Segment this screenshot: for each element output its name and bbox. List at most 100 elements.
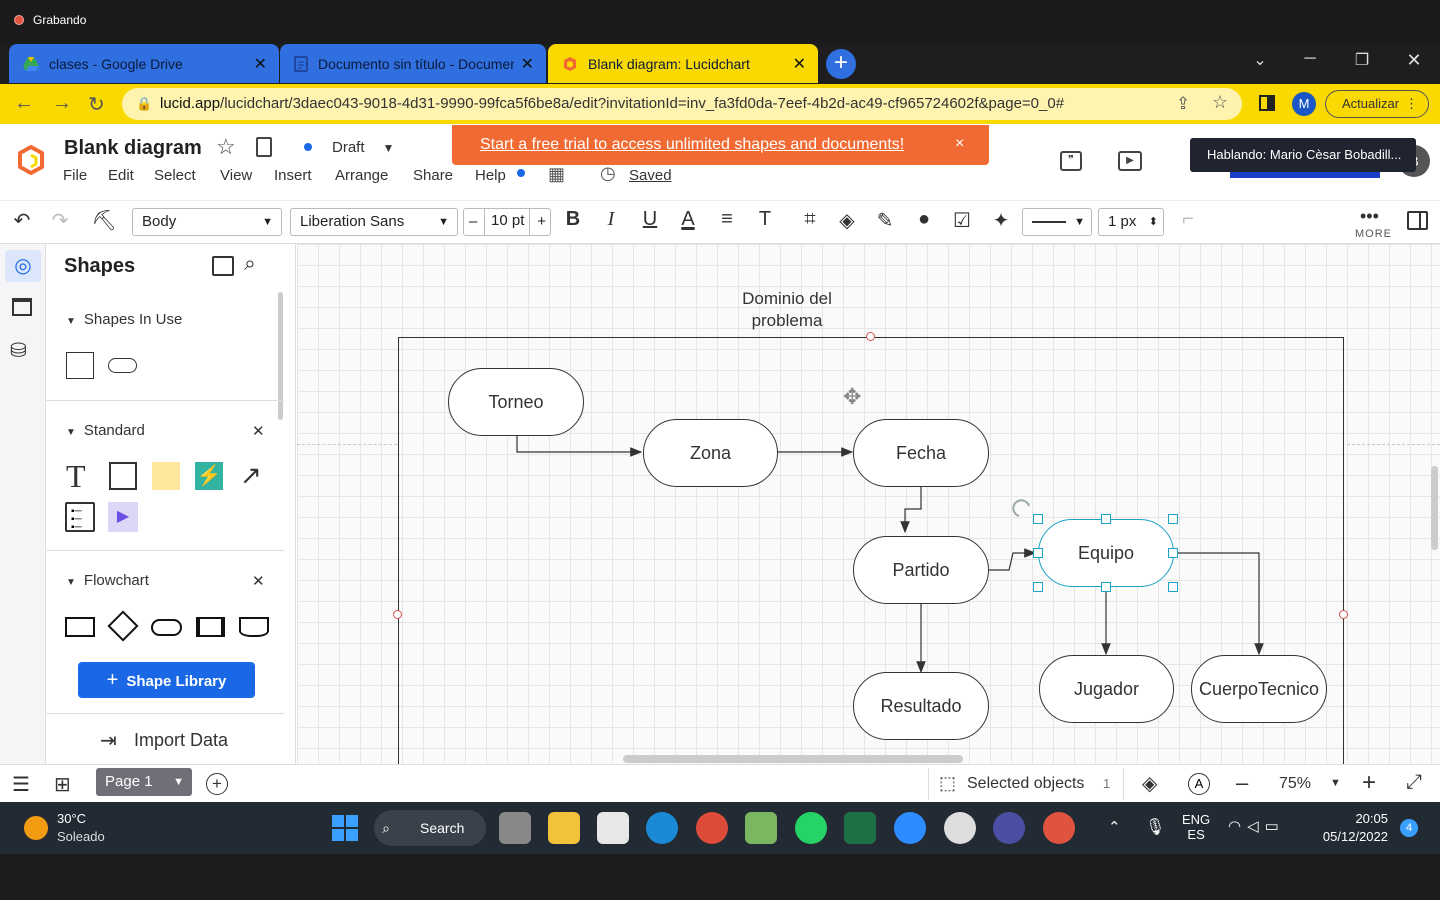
style-select[interactable]: Body▼	[132, 208, 282, 236]
section-standard[interactable]: ▼Standard	[66, 422, 145, 439]
conditional-format-icon[interactable]: ☑	[953, 210, 971, 232]
node-partido[interactable]: Partido	[853, 536, 989, 604]
line-color-icon[interactable]: ✎	[876, 210, 894, 232]
zoom-out-icon[interactable]: –	[1236, 770, 1249, 795]
menu-view[interactable]: View	[220, 167, 253, 184]
import-data-button[interactable]: Import Data	[134, 730, 229, 750]
bold-icon[interactable]: B	[565, 208, 581, 230]
font-size-stepper[interactable]: – 10 pt +	[463, 208, 551, 236]
url-field[interactable]: 🔒 lucid.app/lucidchart/3daec043-9018-4d3…	[122, 88, 1242, 120]
navigation-icon[interactable]: A	[1188, 773, 1210, 795]
align-icon[interactable]: ≡	[721, 208, 733, 230]
restore-icon[interactable]: ❐	[1354, 52, 1370, 69]
redo-icon[interactable]: ↷	[51, 210, 69, 232]
shape-arrow[interactable]: ↗	[240, 460, 262, 490]
shape-text[interactable]: T	[66, 458, 86, 494]
node-fecha[interactable]: Fecha	[853, 419, 989, 487]
container-title[interactable]: Dominio del problema	[742, 289, 832, 330]
zoom-icon[interactable]	[894, 812, 926, 844]
task-view-icon[interactable]	[499, 812, 531, 844]
menu-select[interactable]: Select	[154, 167, 196, 184]
shape-options-icon[interactable]: ⌗	[804, 208, 816, 230]
magic-wand-icon[interactable]: ✦	[992, 210, 1010, 232]
minimize-icon[interactable]: ─	[1304, 50, 1316, 67]
reload-icon[interactable]: ↻	[88, 94, 105, 116]
comments-icon[interactable]: ❞	[1060, 151, 1082, 171]
clock-date[interactable]: 05/12/2022	[1322, 829, 1388, 844]
increase-icon[interactable]: +	[537, 213, 546, 230]
shape-action-icon[interactable]: ⚡	[195, 462, 223, 490]
back-icon[interactable]: ←	[14, 92, 34, 114]
text-color-icon[interactable]: A	[681, 208, 695, 230]
present-icon[interactable]: ▶	[1118, 151, 1142, 171]
selection-handle[interactable]	[1168, 514, 1178, 524]
edge-icon[interactable]	[646, 812, 678, 844]
container-handle[interactable]	[393, 610, 402, 619]
node-zona[interactable]: Zona	[643, 419, 778, 487]
node-cuerpotecnico[interactable]: CuerpoTecnico	[1191, 655, 1327, 723]
shape-rectangle[interactable]	[66, 352, 94, 379]
app-icon[interactable]	[745, 812, 777, 844]
flowchart-terminator[interactable]	[151, 619, 182, 636]
tray-chevron-icon[interactable]: ⌃	[1108, 819, 1121, 836]
whatsapp-icon[interactable]	[795, 812, 827, 844]
opacity-icon[interactable]: ●	[917, 208, 931, 230]
line-style-select[interactable]: ▼	[1022, 208, 1092, 236]
notification-badge[interactable]: 4	[1400, 819, 1418, 837]
app-icon[interactable]	[993, 812, 1025, 844]
page-list-icon[interactable]: ☰	[12, 774, 30, 796]
tab-search-icon[interactable]: ⌄	[1253, 52, 1267, 69]
underline-icon[interactable]: U	[642, 208, 658, 230]
menu-share[interactable]: Share	[413, 167, 454, 184]
shapes-panel-icon[interactable]: ◎	[5, 250, 41, 282]
horizontal-scrollbar[interactable]	[623, 755, 963, 763]
share-button-edge[interactable]	[1230, 170, 1380, 178]
italic-icon[interactable]: I	[607, 208, 615, 230]
right-panel-toggle-icon[interactable]	[1407, 211, 1428, 230]
weather-sun-icon[interactable]	[24, 816, 48, 840]
favorite-star-icon[interactable]: ☆	[216, 134, 236, 159]
container-handle[interactable]	[866, 332, 875, 341]
line-width-select[interactable]: 1 px⬍	[1098, 208, 1164, 236]
microphone-icon[interactable]: 🎙	[1145, 819, 1166, 836]
selection-handle[interactable]	[1033, 548, 1043, 558]
clock-time[interactable]: 20:05	[1355, 811, 1388, 826]
section-shapes-in-use[interactable]: ▼Shapes In Use	[66, 311, 182, 328]
image-search-icon[interactable]	[212, 256, 234, 276]
decrease-icon[interactable]: –	[469, 213, 478, 230]
selection-handle[interactable]	[1033, 514, 1043, 524]
text-options-icon[interactable]: T	[758, 208, 772, 230]
forward-icon[interactable]: →	[52, 92, 72, 114]
page-tab[interactable]: Page 1▼	[96, 768, 192, 796]
lucid-logo-icon[interactable]	[18, 145, 44, 175]
shape-block[interactable]	[109, 462, 137, 490]
sidepanel-icon[interactable]	[1259, 95, 1275, 111]
update-button[interactable]: Actualizar⋮	[1325, 90, 1429, 118]
menu-help[interactable]: Help	[475, 167, 506, 184]
close-tab-icon[interactable]: ✕	[253, 56, 267, 73]
chevron-down-icon[interactable]: ▼	[1330, 777, 1341, 789]
selection-handle[interactable]	[1168, 582, 1178, 592]
menu-file[interactable]: File	[63, 167, 88, 184]
shape-library-button[interactable]: +Shape Library	[78, 662, 255, 698]
close-banner-icon[interactable]: ×	[955, 135, 965, 152]
zoom-in-icon[interactable]: +	[1362, 769, 1377, 796]
close-tab-icon[interactable]: ✕	[520, 56, 534, 73]
more-dots-icon[interactable]: •••	[1360, 206, 1379, 226]
document-title[interactable]: Blank diagram	[64, 137, 202, 159]
selection-handle[interactable]	[1101, 582, 1111, 592]
section-flowchart[interactable]: ▼Flowchart	[66, 572, 149, 589]
selection-handle[interactable]	[1101, 514, 1111, 524]
layers-icon[interactable]: ◈	[1142, 773, 1158, 795]
taskbar-search[interactable]: ⌕Search	[374, 810, 486, 846]
close-section-icon[interactable]: ✕	[252, 423, 265, 440]
line-endpoint-icon[interactable]: ⌐	[1182, 208, 1194, 230]
data-icon[interactable]: ⛁	[10, 340, 27, 362]
close-window-icon[interactable]: ✕	[1406, 50, 1422, 70]
selected-objects[interactable]: ⬚ Selected objects 1	[928, 768, 1124, 800]
profile-avatar[interactable]: M	[1292, 92, 1316, 116]
close-section-icon[interactable]: ✕	[252, 573, 265, 590]
saved-status[interactable]: Saved	[629, 167, 672, 184]
bookmark-star-icon[interactable]: ☆	[1212, 92, 1229, 112]
